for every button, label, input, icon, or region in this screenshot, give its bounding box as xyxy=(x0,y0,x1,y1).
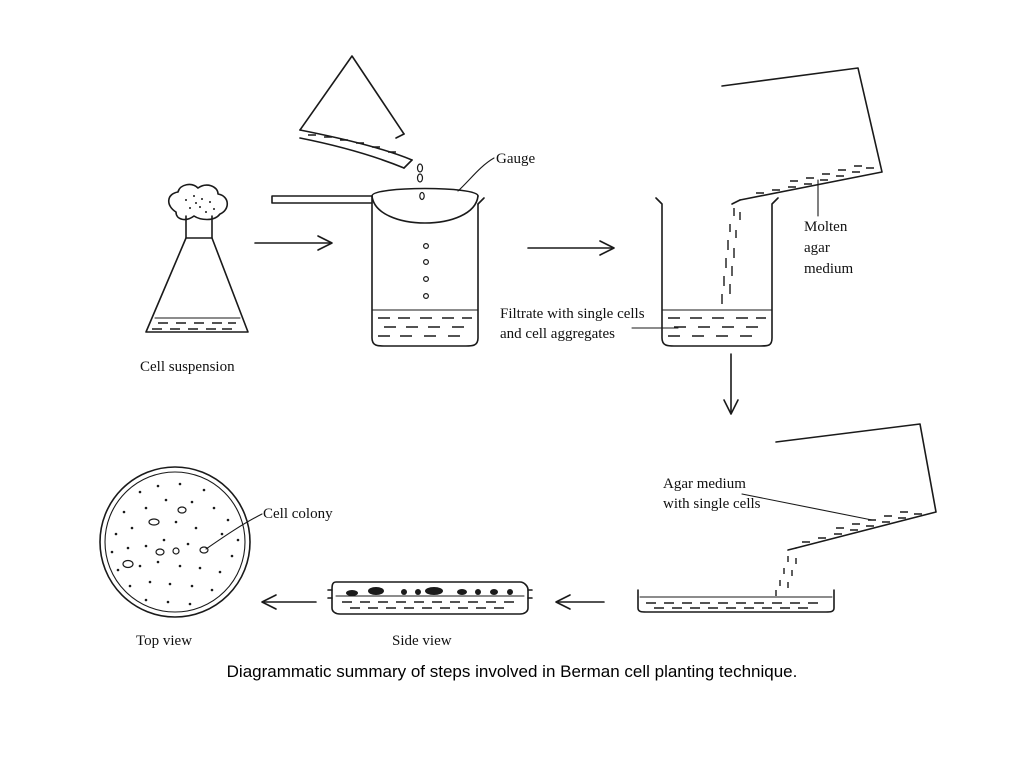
label-agar-line1: Agar medium xyxy=(663,476,746,492)
top-view-dish xyxy=(99,466,263,618)
molten-stream-dashes xyxy=(721,208,741,304)
beaker-with-gauge xyxy=(271,157,495,347)
arrow-right-2 xyxy=(527,240,615,256)
label-gauge: Gauge xyxy=(496,151,535,167)
label-filtrate-line2: and cell aggregates xyxy=(500,326,615,342)
arrow-right-1 xyxy=(254,235,333,251)
side-view-dish xyxy=(327,581,533,615)
dish-agar-dashes xyxy=(646,602,818,609)
label-filtrate-line1: Filtrate with single cells xyxy=(500,306,645,322)
beaker-molten-agar xyxy=(631,67,883,347)
top-view-dots xyxy=(110,482,240,606)
figure-caption: Diagrammatic summary of steps involved i… xyxy=(226,662,798,681)
label-molten-line1: Molten xyxy=(804,219,848,235)
label-cell-colony: Cell colony xyxy=(263,506,333,522)
pouring-flask-top xyxy=(299,55,425,201)
label-top-view: Top view xyxy=(136,633,192,649)
arrow-left-1 xyxy=(555,594,605,610)
arrow-left-2 xyxy=(261,594,317,610)
label-agar-line2: with single cells xyxy=(663,496,761,512)
side-view-colonies xyxy=(346,587,513,596)
molten-vessel-dashes xyxy=(756,165,874,194)
cotton-dots xyxy=(185,195,215,213)
side-view-dashes xyxy=(342,601,514,609)
label-molten-line2: agar xyxy=(804,240,830,256)
label-side-view: Side view xyxy=(392,633,452,649)
pouring-liquid-dashes xyxy=(308,134,396,153)
flask-cell-suspension xyxy=(145,183,249,333)
label-molten-line3: medium xyxy=(804,261,853,277)
beaker-liquid-dashes xyxy=(378,317,472,337)
top-view-colonies xyxy=(122,506,209,569)
petri-pouring xyxy=(637,423,937,613)
flask-liquid-dashes xyxy=(152,322,236,330)
label-cell-suspension: Cell suspension xyxy=(140,359,235,375)
agar-stream-dashes xyxy=(775,556,797,596)
arrow-down xyxy=(723,353,739,415)
molten-beaker-dashes xyxy=(668,317,766,337)
agar-vessel-dashes xyxy=(802,511,922,543)
